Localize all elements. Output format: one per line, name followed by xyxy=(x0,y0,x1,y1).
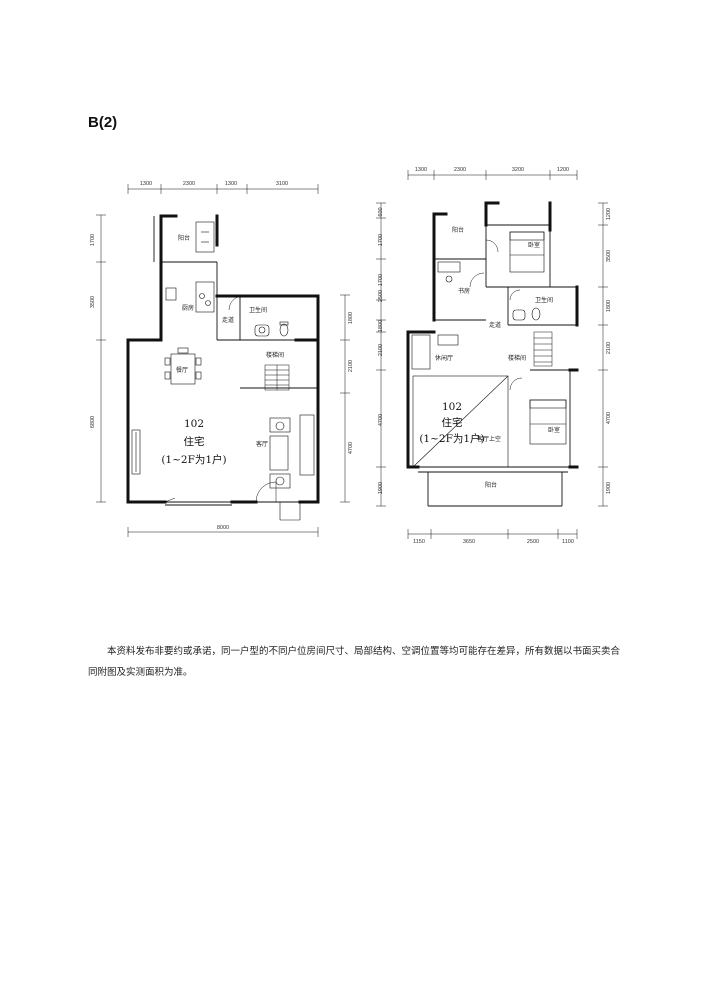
room-kitchen: 厨房 xyxy=(182,304,194,312)
room-bathroom-r: 卫生间 xyxy=(535,296,553,304)
dining-table xyxy=(164,347,202,385)
floor-plan-right: 1300 2300 3200 1200 600 1700 1700 2500 1… xyxy=(376,167,612,545)
room-lounge-r: 休闲厅 xyxy=(435,354,453,362)
room-bedroom-r: 卧室 xyxy=(548,426,560,434)
disclaimer-text: 本资料发布非要约或承诺，同一户型的不同户位房间尺寸、局部结构、空调位置等均可能存… xyxy=(88,646,621,678)
room-stairwell-r: 楼梯间 xyxy=(508,354,526,362)
walls-left xyxy=(126,214,320,504)
dim-left-2: 3500 xyxy=(90,296,96,308)
entry-step xyxy=(279,502,301,521)
dim-left-1: 1700 xyxy=(90,234,96,246)
lounge-sofa xyxy=(411,334,459,370)
dim-top-4: 3100 xyxy=(276,181,288,187)
dim-top-r1: 1300 xyxy=(415,167,427,173)
dim-bottom-r2: 3650 xyxy=(463,539,475,545)
unit-number-left: 102 xyxy=(184,418,204,430)
stairs-left xyxy=(264,364,290,391)
bed-top xyxy=(509,231,545,273)
dim-right-2: 2100 xyxy=(348,360,354,372)
dim-right-r6: 1900 xyxy=(606,482,612,494)
dim-bottom-r1: 1150 xyxy=(413,539,425,545)
dim-bottom-r4: 1100 xyxy=(562,539,574,545)
dim-right-r1: 1200 xyxy=(606,208,612,220)
stairs-right xyxy=(533,331,553,367)
unit-note-right: (1~2F为1户) xyxy=(419,432,484,445)
dim-left-r6: 2100 xyxy=(378,344,384,356)
dimension-left-left xyxy=(96,214,106,503)
dim-left-r7: 4700 xyxy=(378,414,384,426)
dim-top-r2: 2300 xyxy=(454,167,466,173)
dim-right-3: 4700 xyxy=(348,442,354,454)
page-label: B(2) xyxy=(88,114,118,131)
room-corridor: 走道 xyxy=(222,316,234,324)
room-living: 客厅 xyxy=(256,440,268,448)
dim-bottom-r3: 2500 xyxy=(527,539,539,545)
dim-left-r2: 1700 xyxy=(378,234,384,246)
dimension-bottom-right xyxy=(407,529,578,539)
dim-left-r5: 1800 xyxy=(378,320,384,332)
dim-right-r2: 3500 xyxy=(606,250,612,262)
room-corridor-r: 走道 xyxy=(489,321,501,329)
unit-note-left: (1~2F为1户) xyxy=(161,453,226,466)
unit-number-right: 102 xyxy=(442,401,462,413)
unit-type-right: 住宅 xyxy=(442,416,463,429)
doors-left xyxy=(164,295,277,503)
tv-cabinet xyxy=(131,429,141,475)
dim-top-2: 2300 xyxy=(183,181,195,187)
dim-top-1: 1300 xyxy=(140,181,152,187)
sofa-set xyxy=(269,414,315,489)
bathroom-fixtures xyxy=(254,321,289,337)
room-bathroom: 卫生间 xyxy=(249,306,267,314)
dim-right-1: 1800 xyxy=(348,312,354,324)
walls-right xyxy=(406,201,579,469)
doors-right xyxy=(469,239,523,391)
floor-plan-left: 1300 2300 1300 3100 1700 3500 6800 1800 … xyxy=(90,181,354,537)
dim-left-r8: 1900 xyxy=(378,482,384,494)
bed-bottom xyxy=(529,399,567,445)
dim-right-r4: 2100 xyxy=(606,342,612,354)
room-balcony: 阳台 xyxy=(178,234,190,242)
dim-left-3: 6800 xyxy=(90,416,96,428)
room-bedroom-top-r: 卧室 xyxy=(528,241,540,249)
living-void-outline xyxy=(412,375,509,468)
dim-bottom: 8000 xyxy=(217,525,229,531)
bathroom-fixtures-right xyxy=(512,307,541,321)
dimension-right-left xyxy=(340,294,350,503)
unit-type-left: 住宅 xyxy=(184,435,205,448)
dimension-bottom-left xyxy=(127,527,319,537)
dimension-right-right xyxy=(598,202,608,507)
thin-walls-left xyxy=(153,216,318,506)
room-stairwell: 楼梯间 xyxy=(266,351,284,359)
dimension-top-left xyxy=(127,184,319,194)
room-balcony-bottom-r: 阳台 xyxy=(485,481,497,489)
dimension-top-right xyxy=(407,170,578,180)
dim-left-r4: 2500 xyxy=(378,290,384,302)
room-study-r: 书房 xyxy=(458,287,470,295)
dim-left-r1: 600 xyxy=(378,207,384,216)
room-living-void-r: 客厅上空 xyxy=(477,435,501,443)
room-dining: 餐厅 xyxy=(176,366,188,374)
dim-top-r3: 3200 xyxy=(512,167,524,173)
study-desk xyxy=(437,261,461,283)
thin-walls-right xyxy=(418,224,577,507)
dim-left-r3: 1700 xyxy=(378,274,384,286)
kitchen-counter xyxy=(165,221,215,313)
dim-top-3: 1300 xyxy=(225,181,237,187)
room-balcony-top-r: 阳台 xyxy=(452,226,464,234)
dimension-left-right xyxy=(376,202,386,507)
dim-top-r4: 1200 xyxy=(557,167,569,173)
dim-right-r5: 4700 xyxy=(606,412,612,424)
dim-right-r3: 1800 xyxy=(606,300,612,312)
